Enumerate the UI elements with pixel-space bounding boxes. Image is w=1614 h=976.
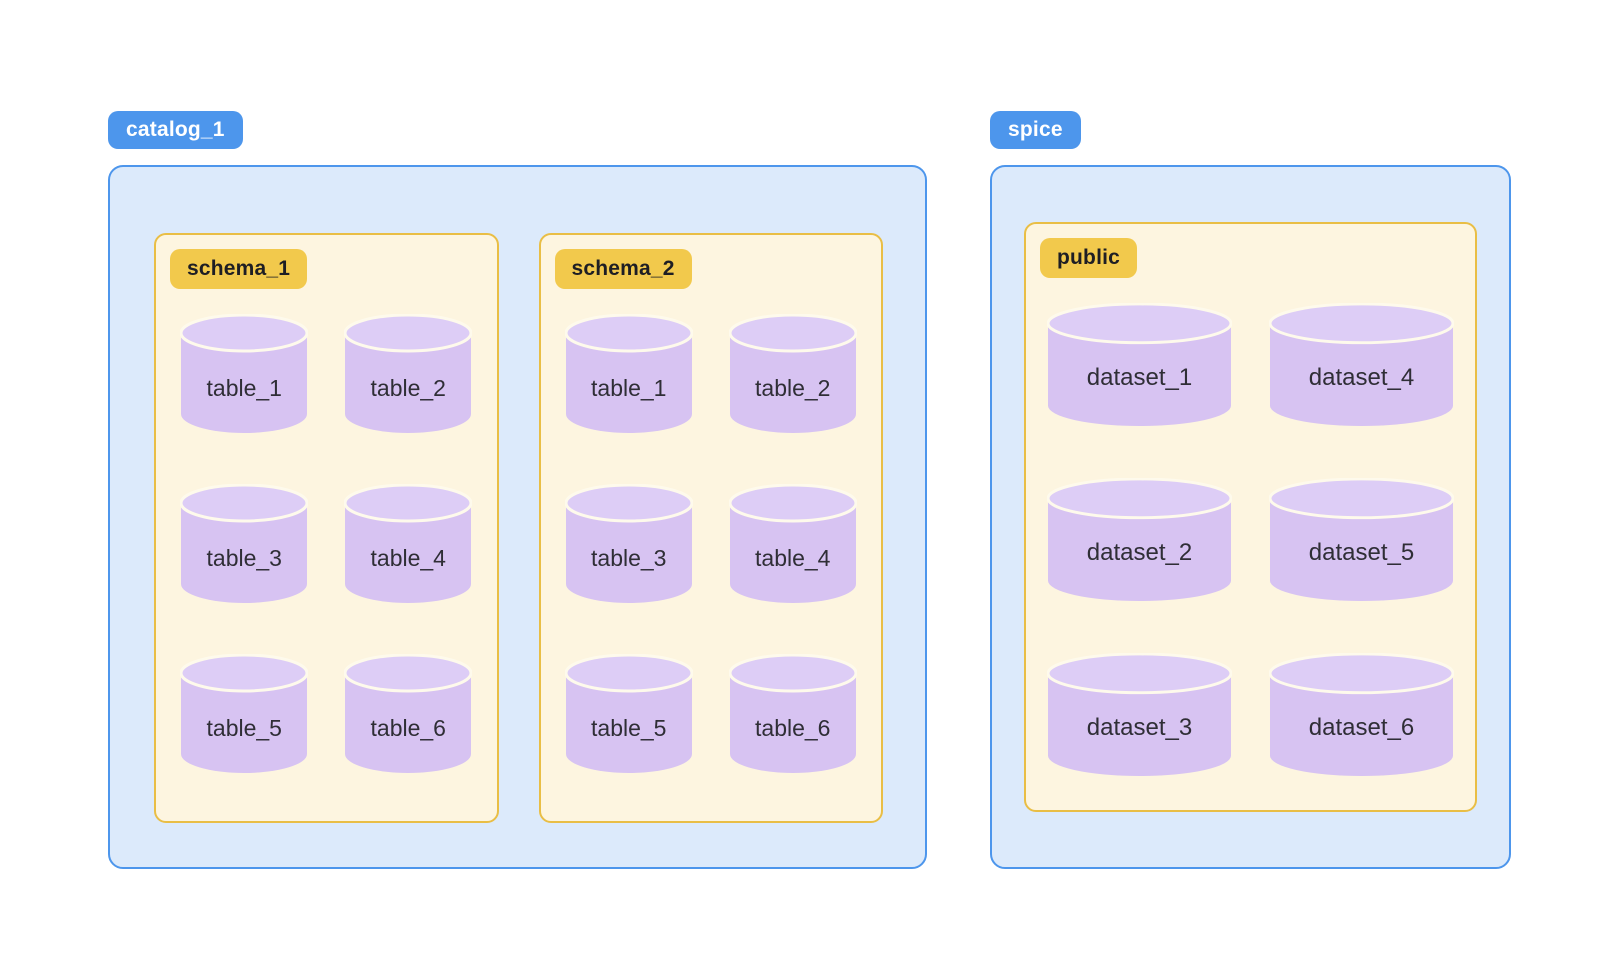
dataset-cylinder: dataset_4 <box>1269 303 1454 427</box>
dataset-label: dataset_3 <box>1086 714 1193 741</box>
table-cylinder: table_4 <box>344 484 472 604</box>
public-dataset-grid: dataset_1 dataset_4 dataset_2 dataset_5 <box>1040 303 1461 777</box>
dataset-label: dataset_6 <box>1308 714 1415 741</box>
table-cylinder: table_2 <box>729 314 857 434</box>
table-label: table_2 <box>755 374 831 401</box>
table-cylinder: table_5 <box>180 654 308 774</box>
schema-1-box: schema_1 table_1 table_2 table_3 <box>154 233 499 823</box>
table-cylinder: table_1 <box>565 314 693 434</box>
catalog-group: catalog_1 schema_1 table_1 table_2 table <box>108 111 927 869</box>
table-cylinder: table_3 <box>565 484 693 604</box>
table-label: table_1 <box>591 374 667 401</box>
schema-1-badge: schema_1 <box>170 249 308 289</box>
public-badge: public <box>1040 238 1138 278</box>
public-box: public dataset_1 dataset_4 dataset_2 <box>1024 222 1477 812</box>
catalog-container: schema_1 table_1 table_2 table_3 <box>108 165 927 869</box>
spice-group: spice public dataset_1 dataset_4 dataset <box>990 111 1511 869</box>
dataset-cylinder: dataset_1 <box>1047 303 1232 427</box>
table-cylinder: table_2 <box>344 314 472 434</box>
dataset-label: dataset_2 <box>1086 539 1193 566</box>
schema-2-box: schema_2 table_1 table_2 table_3 <box>538 233 883 823</box>
dataset-label: dataset_5 <box>1308 539 1415 566</box>
table-cylinder: table_1 <box>180 314 308 434</box>
table-cylinder: table_4 <box>729 484 857 604</box>
table-label: table_4 <box>370 544 446 571</box>
table-label: table_2 <box>370 374 446 401</box>
dataset-cylinder: dataset_2 <box>1047 478 1232 602</box>
catalog-badge: catalog_1 <box>108 111 243 149</box>
spice-container: public dataset_1 dataset_4 dataset_2 <box>990 165 1511 869</box>
schema-2-badge: schema_2 <box>554 249 692 289</box>
dataset-cylinder: dataset_3 <box>1047 653 1232 777</box>
schema-2-table-grid: table_1 table_2 table_3 table_4 <box>555 314 868 774</box>
dataset-label: dataset_1 <box>1086 364 1193 391</box>
table-label: table_6 <box>755 714 831 741</box>
table-label: table_5 <box>206 714 282 741</box>
dataset-cylinder: dataset_6 <box>1269 653 1454 777</box>
table-label: table_1 <box>206 374 282 401</box>
dataset-cylinder: dataset_5 <box>1269 478 1454 602</box>
schema-1-table-grid: table_1 table_2 table_3 table_4 <box>170 314 483 774</box>
table-label: table_3 <box>591 544 667 571</box>
dataset-label: dataset_4 <box>1308 364 1415 391</box>
table-cylinder: table_5 <box>565 654 693 774</box>
spice-badge: spice <box>990 111 1081 149</box>
table-label: table_3 <box>206 544 282 571</box>
table-cylinder: table_3 <box>180 484 308 604</box>
table-label: table_5 <box>591 714 667 741</box>
table-label: table_4 <box>755 544 831 571</box>
table-cylinder: table_6 <box>344 654 472 774</box>
table-label: table_6 <box>370 714 446 741</box>
table-cylinder: table_6 <box>729 654 857 774</box>
